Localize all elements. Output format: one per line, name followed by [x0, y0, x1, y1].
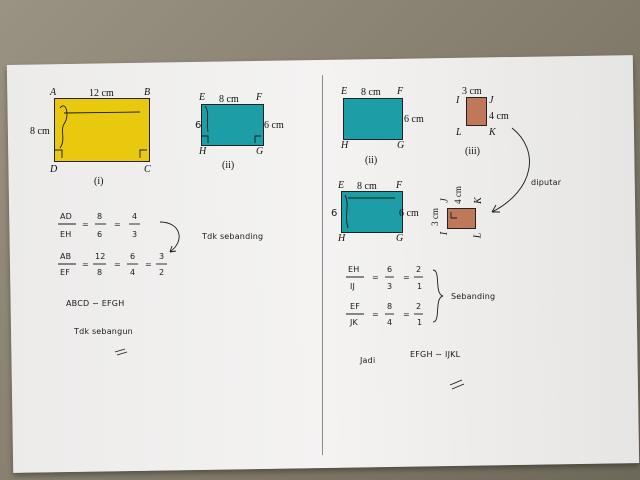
vertex-e-label: E	[338, 180, 345, 191]
vertex-c-label: C	[144, 164, 151, 175]
vertex-g-label: G	[397, 140, 405, 151]
figure-iii-caption: (iii)	[465, 146, 480, 157]
value-1: 1	[417, 318, 423, 327]
value-3: 3	[387, 282, 393, 291]
rectangle-efgh-right	[343, 98, 403, 140]
page-divider-line	[322, 75, 323, 455]
vertex-f-label: F	[256, 92, 263, 103]
ratio-ad: AD	[60, 212, 73, 221]
ratio-ef: EF	[350, 302, 361, 311]
eq-sign: =	[114, 220, 121, 229]
eq-sign: =	[372, 273, 379, 282]
length-jk-label: 4 cm	[489, 111, 509, 122]
eq-sign: =	[403, 310, 410, 319]
conclusion-not-similar: ABCD ∽ EFGH	[66, 299, 125, 308]
vertex-g-label: G	[396, 233, 404, 244]
value-2: 2	[416, 265, 422, 274]
rectangle-abcd	[54, 98, 150, 162]
vertex-b-label: B	[144, 87, 151, 98]
rectangle-ijkl-rotated	[447, 208, 476, 229]
eq-sign: =	[82, 260, 89, 269]
rectangle-ijkl	[466, 97, 487, 126]
length-ij-label: 3 cm	[462, 86, 482, 97]
value-2: 2	[159, 268, 165, 277]
value-12: 12	[95, 252, 106, 261]
ratio-jk: JK	[350, 318, 359, 327]
vertex-k-label: K	[489, 127, 496, 138]
ratio-ij: IJ	[350, 282, 356, 291]
value-3: 3	[159, 252, 165, 261]
length-ef-label: 8 cm	[357, 181, 377, 192]
length-ef-label: 8 cm	[361, 87, 381, 98]
vertex-j-label: J	[489, 95, 494, 106]
length-fg-label: 6 cm	[399, 208, 419, 219]
value-8: 8	[387, 302, 393, 311]
vertex-h-label: H	[199, 146, 207, 157]
value-6: 6	[387, 265, 393, 274]
figure-ii-caption: (ii)	[365, 155, 378, 166]
eq-sign: =	[82, 220, 89, 229]
figure-i-caption: (i)	[94, 176, 104, 187]
rectangle-efgh	[201, 104, 264, 146]
length-fg-label: 6 cm	[404, 114, 424, 125]
vertex-l-label: L	[456, 127, 462, 138]
value-4: 4	[132, 212, 138, 221]
handwritten-six-label: 6	[331, 208, 338, 219]
value-6: 6	[130, 252, 136, 261]
length-ef-label: 8 cm	[219, 94, 239, 105]
vertex-i-label: I	[456, 95, 460, 106]
vertex-f-label: F	[397, 86, 404, 97]
vertex-h-label: H	[338, 233, 346, 244]
value-8: 8	[97, 212, 103, 221]
vertex-e-label: E	[341, 86, 348, 97]
note-tdk-sebanding: Tdk sebanding	[202, 232, 264, 241]
ratio-ef: EF	[60, 268, 71, 277]
value-8: 8	[97, 268, 103, 277]
conclusion-similar: EFGH ∽ IJKL	[410, 350, 461, 359]
eq-sign: =	[114, 260, 121, 269]
value-4: 4	[387, 318, 393, 327]
vertex-h-label: H	[341, 140, 349, 151]
vertex-g-label: G	[256, 146, 264, 157]
vertex-e-label: E	[199, 92, 206, 103]
value-6: 6	[97, 230, 103, 239]
vertex-f-label: F	[396, 180, 403, 191]
length-ad-label: 8 cm	[30, 126, 50, 137]
length-ab-label: 12 cm	[89, 88, 114, 99]
value-4: 4	[130, 268, 136, 277]
vertex-a-label: A	[50, 87, 57, 98]
value-1: 1	[417, 282, 423, 291]
length-fg-label: 6 cm	[264, 120, 284, 131]
value-3: 3	[132, 230, 138, 239]
ratio-ab: AB	[60, 252, 72, 261]
vertex-d-label: D	[50, 164, 58, 175]
note-tdk-sebangun: Tdk sebangun	[74, 327, 133, 336]
figure-ii-caption: (ii)	[222, 160, 235, 171]
note-sebanding: Sebanding	[451, 292, 496, 301]
eq-sign: =	[145, 260, 152, 269]
value-2: 2	[416, 302, 422, 311]
rotate-note: diputar	[531, 178, 562, 187]
eq-sign: =	[403, 273, 410, 282]
conclusion-prefix: Jadi	[360, 356, 376, 365]
handwritten-six-label: 6	[195, 120, 202, 131]
ratio-eh: EH	[348, 265, 360, 274]
ratio-eh: EH	[60, 230, 72, 239]
eq-sign: =	[372, 310, 379, 319]
